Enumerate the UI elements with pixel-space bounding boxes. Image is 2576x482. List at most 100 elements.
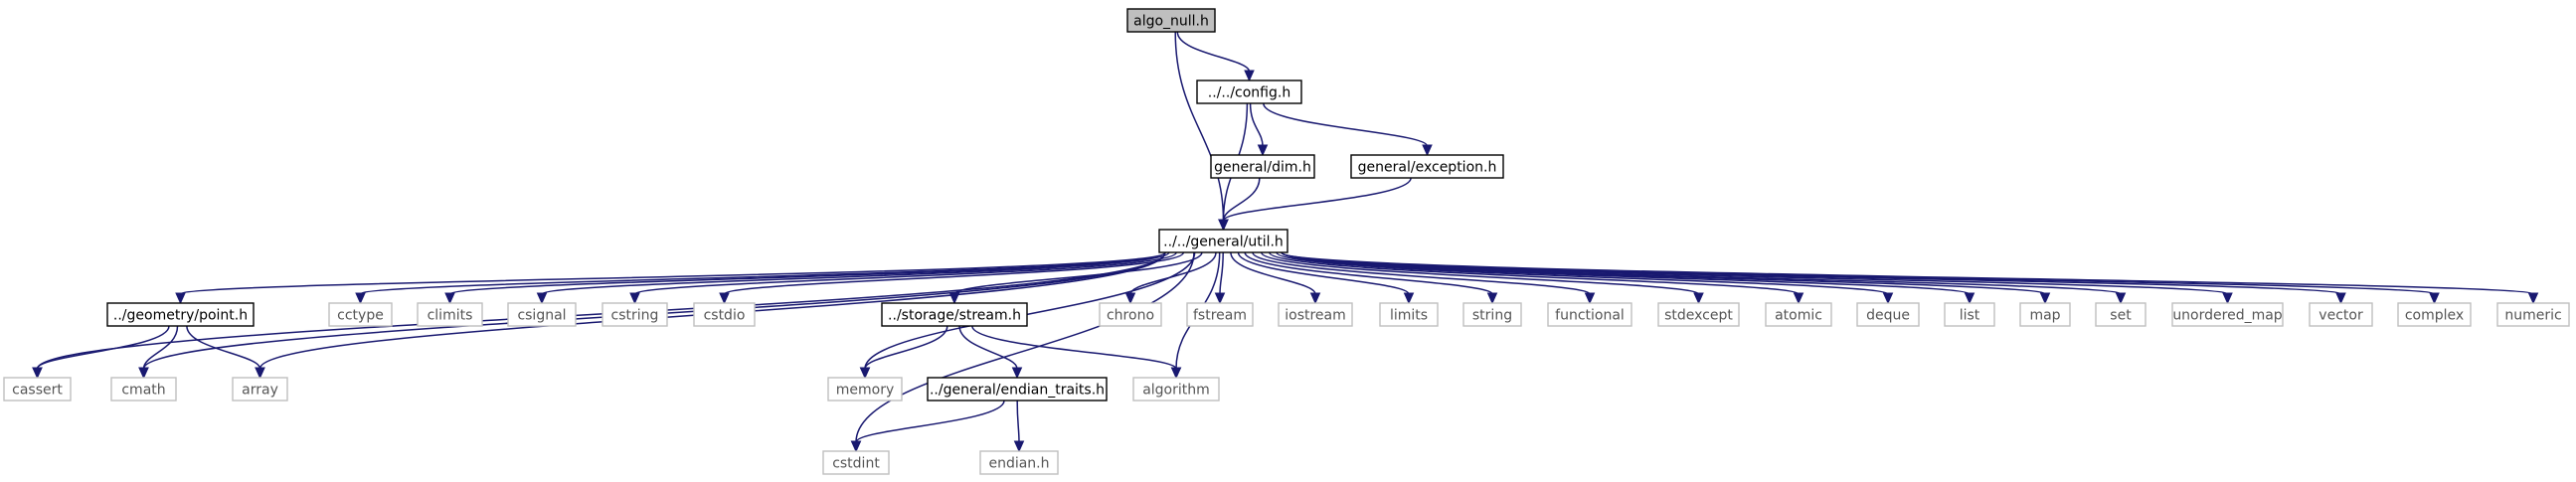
edge-line: [1016, 400, 1020, 443]
edge-line: [142, 325, 179, 370]
edge-arrowhead: [1584, 292, 1596, 305]
edge-line: [855, 400, 1005, 443]
node-list[interactable]: list: [1944, 302, 1995, 327]
node-deque[interactable]: deque: [1856, 302, 1920, 327]
node-array[interactable]: array: [232, 377, 288, 402]
edge-line: [1269, 251, 1800, 295]
edge-util-to-atomic: [1269, 251, 1804, 305]
node-dim[interactable]: general/dim.h: [1210, 154, 1315, 179]
node-cstdio[interactable]: cstdio: [693, 302, 756, 327]
node-label: limits: [1390, 308, 1428, 324]
node-box: [3, 377, 72, 402]
edge-arrowhead: [1244, 70, 1255, 82]
node-set[interactable]: set: [2095, 302, 2147, 327]
edge-line: [855, 251, 1195, 443]
edge-arrowhead: [859, 367, 871, 380]
node-limits[interactable]: limits: [1379, 302, 1439, 327]
edge-line: [1252, 251, 1591, 295]
edge-arrowhead: [355, 292, 366, 305]
node-label: functional: [1555, 308, 1625, 324]
edge-util-to-deque: [1276, 251, 1894, 305]
node-stdexcept[interactable]: stdexcept: [1657, 302, 1740, 327]
edge-line: [1174, 31, 1225, 222]
node-unordered-map[interactable]: unordered_map: [2171, 302, 2284, 327]
node-box: [106, 302, 255, 327]
node-label: cstdint: [832, 456, 880, 472]
node-algorithm[interactable]: algorithm: [1132, 377, 1220, 402]
node-label: ../storage/stream.h: [888, 308, 1021, 324]
edge-line: [179, 251, 1166, 295]
edge-arrowhead: [2222, 292, 2233, 305]
node-memory[interactable]: memory: [827, 377, 903, 402]
edge-line: [864, 251, 1196, 370]
node-climits[interactable]: climits: [417, 302, 483, 327]
edge-endian-traits-to-endian: [1013, 400, 1025, 453]
edge-line: [1281, 251, 2342, 295]
edge-algo-null-to-util: [1174, 31, 1229, 232]
node-stream[interactable]: ../storage/stream.h: [881, 302, 1028, 327]
node-point[interactable]: ../geometry/point.h: [106, 302, 255, 327]
node-box: [1379, 302, 1439, 327]
node-box: [881, 302, 1028, 327]
node-functional[interactable]: functional: [1547, 302, 1632, 327]
edge-stream-to-algorithm: [971, 325, 1182, 380]
node-util[interactable]: ../../general/util.h: [1158, 229, 1288, 253]
edge-arrowhead: [1309, 292, 1321, 305]
node-label: endian.h: [988, 456, 1049, 472]
edge-arrowhead: [1124, 292, 1136, 305]
node-csignal[interactable]: csignal: [507, 302, 577, 327]
node-vector[interactable]: vector: [2309, 302, 2373, 327]
node-label: csignal: [517, 308, 566, 324]
edge-algo-null-to-config: [1176, 31, 1255, 82]
node-fstream[interactable]: fstream: [1186, 302, 1254, 327]
node-box: [1210, 154, 1315, 179]
node-label: ../../config.h: [1208, 85, 1290, 101]
edge-util-to-numeric: [1281, 251, 2539, 305]
node-endian-traits[interactable]: ../general/endian_traits.h: [927, 377, 1108, 402]
node-label: ../general/endian_traits.h: [930, 383, 1105, 399]
edge-arrowhead: [1882, 292, 1894, 305]
node-algo-null[interactable]: algo_null.h: [1126, 8, 1216, 33]
node-label: deque: [1866, 308, 1910, 324]
node-map[interactable]: map: [2019, 302, 2071, 327]
node-label: fstream: [1193, 308, 1247, 324]
node-cmath[interactable]: cmath: [110, 377, 177, 402]
node-label: stdexcept: [1664, 308, 1733, 324]
edge-arrowhead: [1013, 440, 1025, 453]
node-cstdint[interactable]: cstdint: [822, 450, 890, 475]
node-endian[interactable]: endian.h: [979, 450, 1059, 475]
node-cctype[interactable]: cctype: [328, 302, 393, 327]
edge-line: [36, 325, 170, 370]
node-complex[interactable]: complex: [2397, 302, 2472, 327]
node-chrono[interactable]: chrono: [1099, 302, 1162, 327]
edge-arrowhead: [2527, 292, 2539, 305]
edge-arrowhead: [1486, 292, 1498, 305]
node-label: complex: [2405, 308, 2464, 324]
node-label: list: [1960, 308, 1980, 324]
edge-line: [1176, 31, 1251, 73]
node-label: algo_null.h: [1133, 14, 1209, 30]
node-label: ../geometry/point.h: [113, 308, 248, 324]
node-box: [507, 302, 577, 327]
node-atomic[interactable]: atomic: [1765, 302, 1832, 327]
node-box: [2019, 302, 2071, 327]
edge-line: [1222, 177, 1261, 222]
node-label: array: [242, 383, 278, 399]
node-cassert[interactable]: cassert: [3, 377, 72, 402]
node-box: [328, 302, 393, 327]
node-string[interactable]: string: [1462, 302, 1522, 327]
edge-stream-to-memory: [859, 325, 948, 380]
edge-line: [1222, 177, 1412, 222]
node-config[interactable]: ../../config.h: [1196, 80, 1302, 104]
node-numeric[interactable]: numeric: [2496, 302, 2570, 327]
edge-arrowhead: [444, 292, 455, 305]
node-box: [1547, 302, 1632, 327]
edge-util-to-csignal: [536, 251, 1170, 305]
node-iostream[interactable]: iostream: [1278, 302, 1353, 327]
edge-util-to-string: [1244, 251, 1498, 305]
node-cstring[interactable]: cstring: [601, 302, 668, 327]
node-exception[interactable]: general/exception.h: [1350, 154, 1504, 179]
edge-arrowhead: [1011, 367, 1023, 380]
node-box: [2309, 302, 2373, 327]
node-label: climits: [428, 308, 473, 324]
